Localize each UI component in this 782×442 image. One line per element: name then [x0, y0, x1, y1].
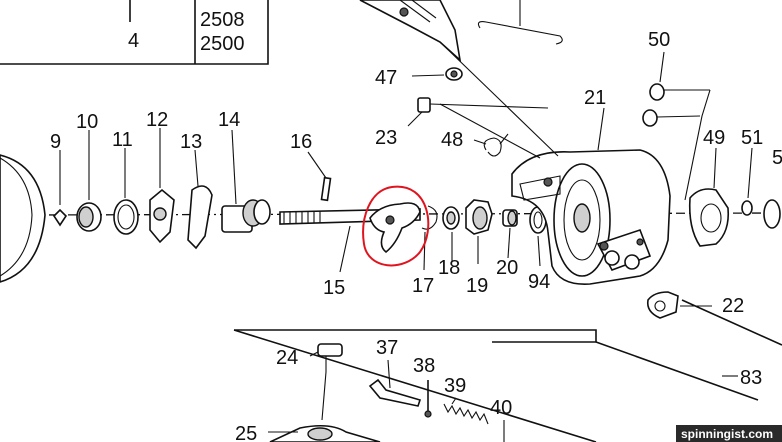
- label-51: 51: [741, 127, 763, 149]
- label-5-partial: 5: [772, 147, 782, 169]
- label-83: 83: [740, 367, 762, 389]
- part-21-body: [511, 107, 671, 285]
- part-10-bearing: [76, 130, 102, 232]
- label-18: 18: [438, 257, 460, 279]
- label-16: 16: [290, 131, 312, 153]
- part-17-lever: [369, 202, 438, 271]
- label-11: 11: [112, 129, 133, 151]
- label-21: 21: [584, 87, 606, 109]
- label-22: 22: [722, 295, 744, 317]
- model-table: 4 2508 2500: [0, 0, 269, 65]
- part-20-collar: [502, 209, 518, 259]
- part-25-arm: [268, 424, 381, 442]
- part-14-bushing: [221, 129, 271, 233]
- label-12: 12: [146, 109, 168, 131]
- part-12-clip: [149, 128, 175, 244]
- label-50: 50: [648, 29, 670, 51]
- label-37: 37: [376, 337, 398, 359]
- label-49: 49: [703, 127, 725, 149]
- part-47-nut: [411, 67, 463, 81]
- part-38-pin: [424, 380, 432, 418]
- label-94: 94: [528, 271, 550, 293]
- spool-drum: [0, 154, 46, 283]
- part-9-washer: [52, 150, 68, 227]
- label-24: 24: [276, 347, 298, 369]
- part-48-clip: [473, 133, 509, 157]
- part-22-clip: [646, 291, 712, 319]
- label-38: 38: [413, 355, 435, 377]
- label-14: 14: [218, 109, 240, 131]
- part-49-plate: [688, 147, 730, 247]
- watermark: spinningist.com: [676, 425, 782, 442]
- lower-frame-lines: [233, 299, 782, 442]
- label-48: 48: [441, 129, 463, 151]
- part-23-screw: [407, 97, 549, 159]
- label-17: 17: [412, 275, 434, 297]
- top-frame-piece: [359, 0, 563, 157]
- label-2508: 2508: [200, 9, 245, 31]
- label-13: 13: [180, 131, 202, 153]
- part-94-oring: [529, 206, 547, 267]
- label-9: 9: [50, 131, 61, 153]
- label-39: 39: [444, 375, 466, 397]
- label-47: 47: [375, 67, 397, 89]
- part-16-pin: [307, 151, 332, 202]
- label-40: 40: [490, 397, 512, 419]
- part-51-ring: [741, 147, 781, 229]
- part-18-washer: [442, 206, 460, 262]
- part-37-lever: [368, 359, 422, 407]
- label-19: 19: [466, 275, 488, 297]
- part-labels: 9 10 11 12 13 14 16 15 17 18 19 20 94 21…: [50, 29, 782, 442]
- part-39-spring: [443, 397, 489, 425]
- label-20: 20: [496, 257, 518, 279]
- label-25: 25: [235, 423, 257, 442]
- label-2500: 2500: [200, 33, 245, 55]
- part-13-bracket: [187, 149, 213, 250]
- label-10: 10: [76, 111, 98, 133]
- part-24-screw: [309, 343, 343, 421]
- part-50-screws: [642, 51, 711, 201]
- red-highlight-circle: [362, 185, 430, 267]
- part-19-nut: [465, 199, 493, 264]
- label-23: 23: [375, 127, 397, 149]
- label-15: 15: [323, 277, 345, 299]
- part-11-ring: [113, 148, 139, 235]
- watermark-text: spinningist.com: [681, 427, 773, 441]
- label-4: 4: [128, 30, 139, 52]
